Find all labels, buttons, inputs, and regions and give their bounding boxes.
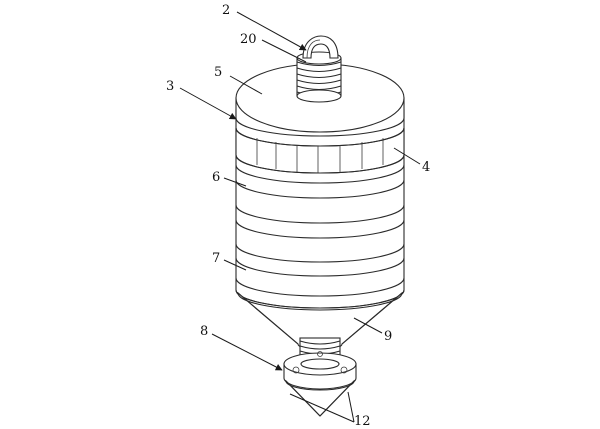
leader-6 — [223, 177, 247, 187]
leader-2 — [236, 11, 307, 51]
bottom-flange — [283, 351, 357, 390]
tip-cone — [285, 379, 355, 417]
label-6: 6 — [212, 170, 220, 185]
label-3: 3 — [166, 79, 174, 94]
label-5: 5 — [214, 65, 222, 80]
label-8: 8 — [200, 324, 208, 339]
bolt-hole-icon — [340, 366, 348, 374]
leader-12b — [347, 391, 355, 423]
label-7: 7 — [212, 251, 220, 266]
top-threaded-stud — [296, 51, 342, 103]
label-4: 4 — [422, 160, 430, 175]
leader-5 — [229, 75, 263, 95]
leader-8 — [211, 333, 283, 371]
lifting-hook — [302, 35, 339, 59]
leader-9 — [353, 317, 383, 334]
label-12: 12 — [354, 414, 371, 429]
cylinder-body — [235, 109, 405, 309]
bolt-hole-icon — [317, 351, 323, 357]
leader-3 — [179, 87, 237, 120]
label-20: 20 — [240, 32, 257, 47]
leader-lines — [179, 11, 421, 423]
leader-12a — [289, 393, 355, 423]
bolt-hole-icon — [292, 366, 300, 374]
label-2: 2 — [222, 3, 230, 18]
leader-20 — [261, 39, 307, 63]
reference-numerals: 2 20 5 3 4 6 7 9 8 12 — [166, 3, 430, 429]
knurled-ring — [235, 127, 405, 174]
label-9: 9 — [384, 329, 392, 344]
leader-7 — [223, 259, 247, 271]
leader-4 — [393, 147, 421, 165]
conical-bottom — [237, 291, 403, 351]
